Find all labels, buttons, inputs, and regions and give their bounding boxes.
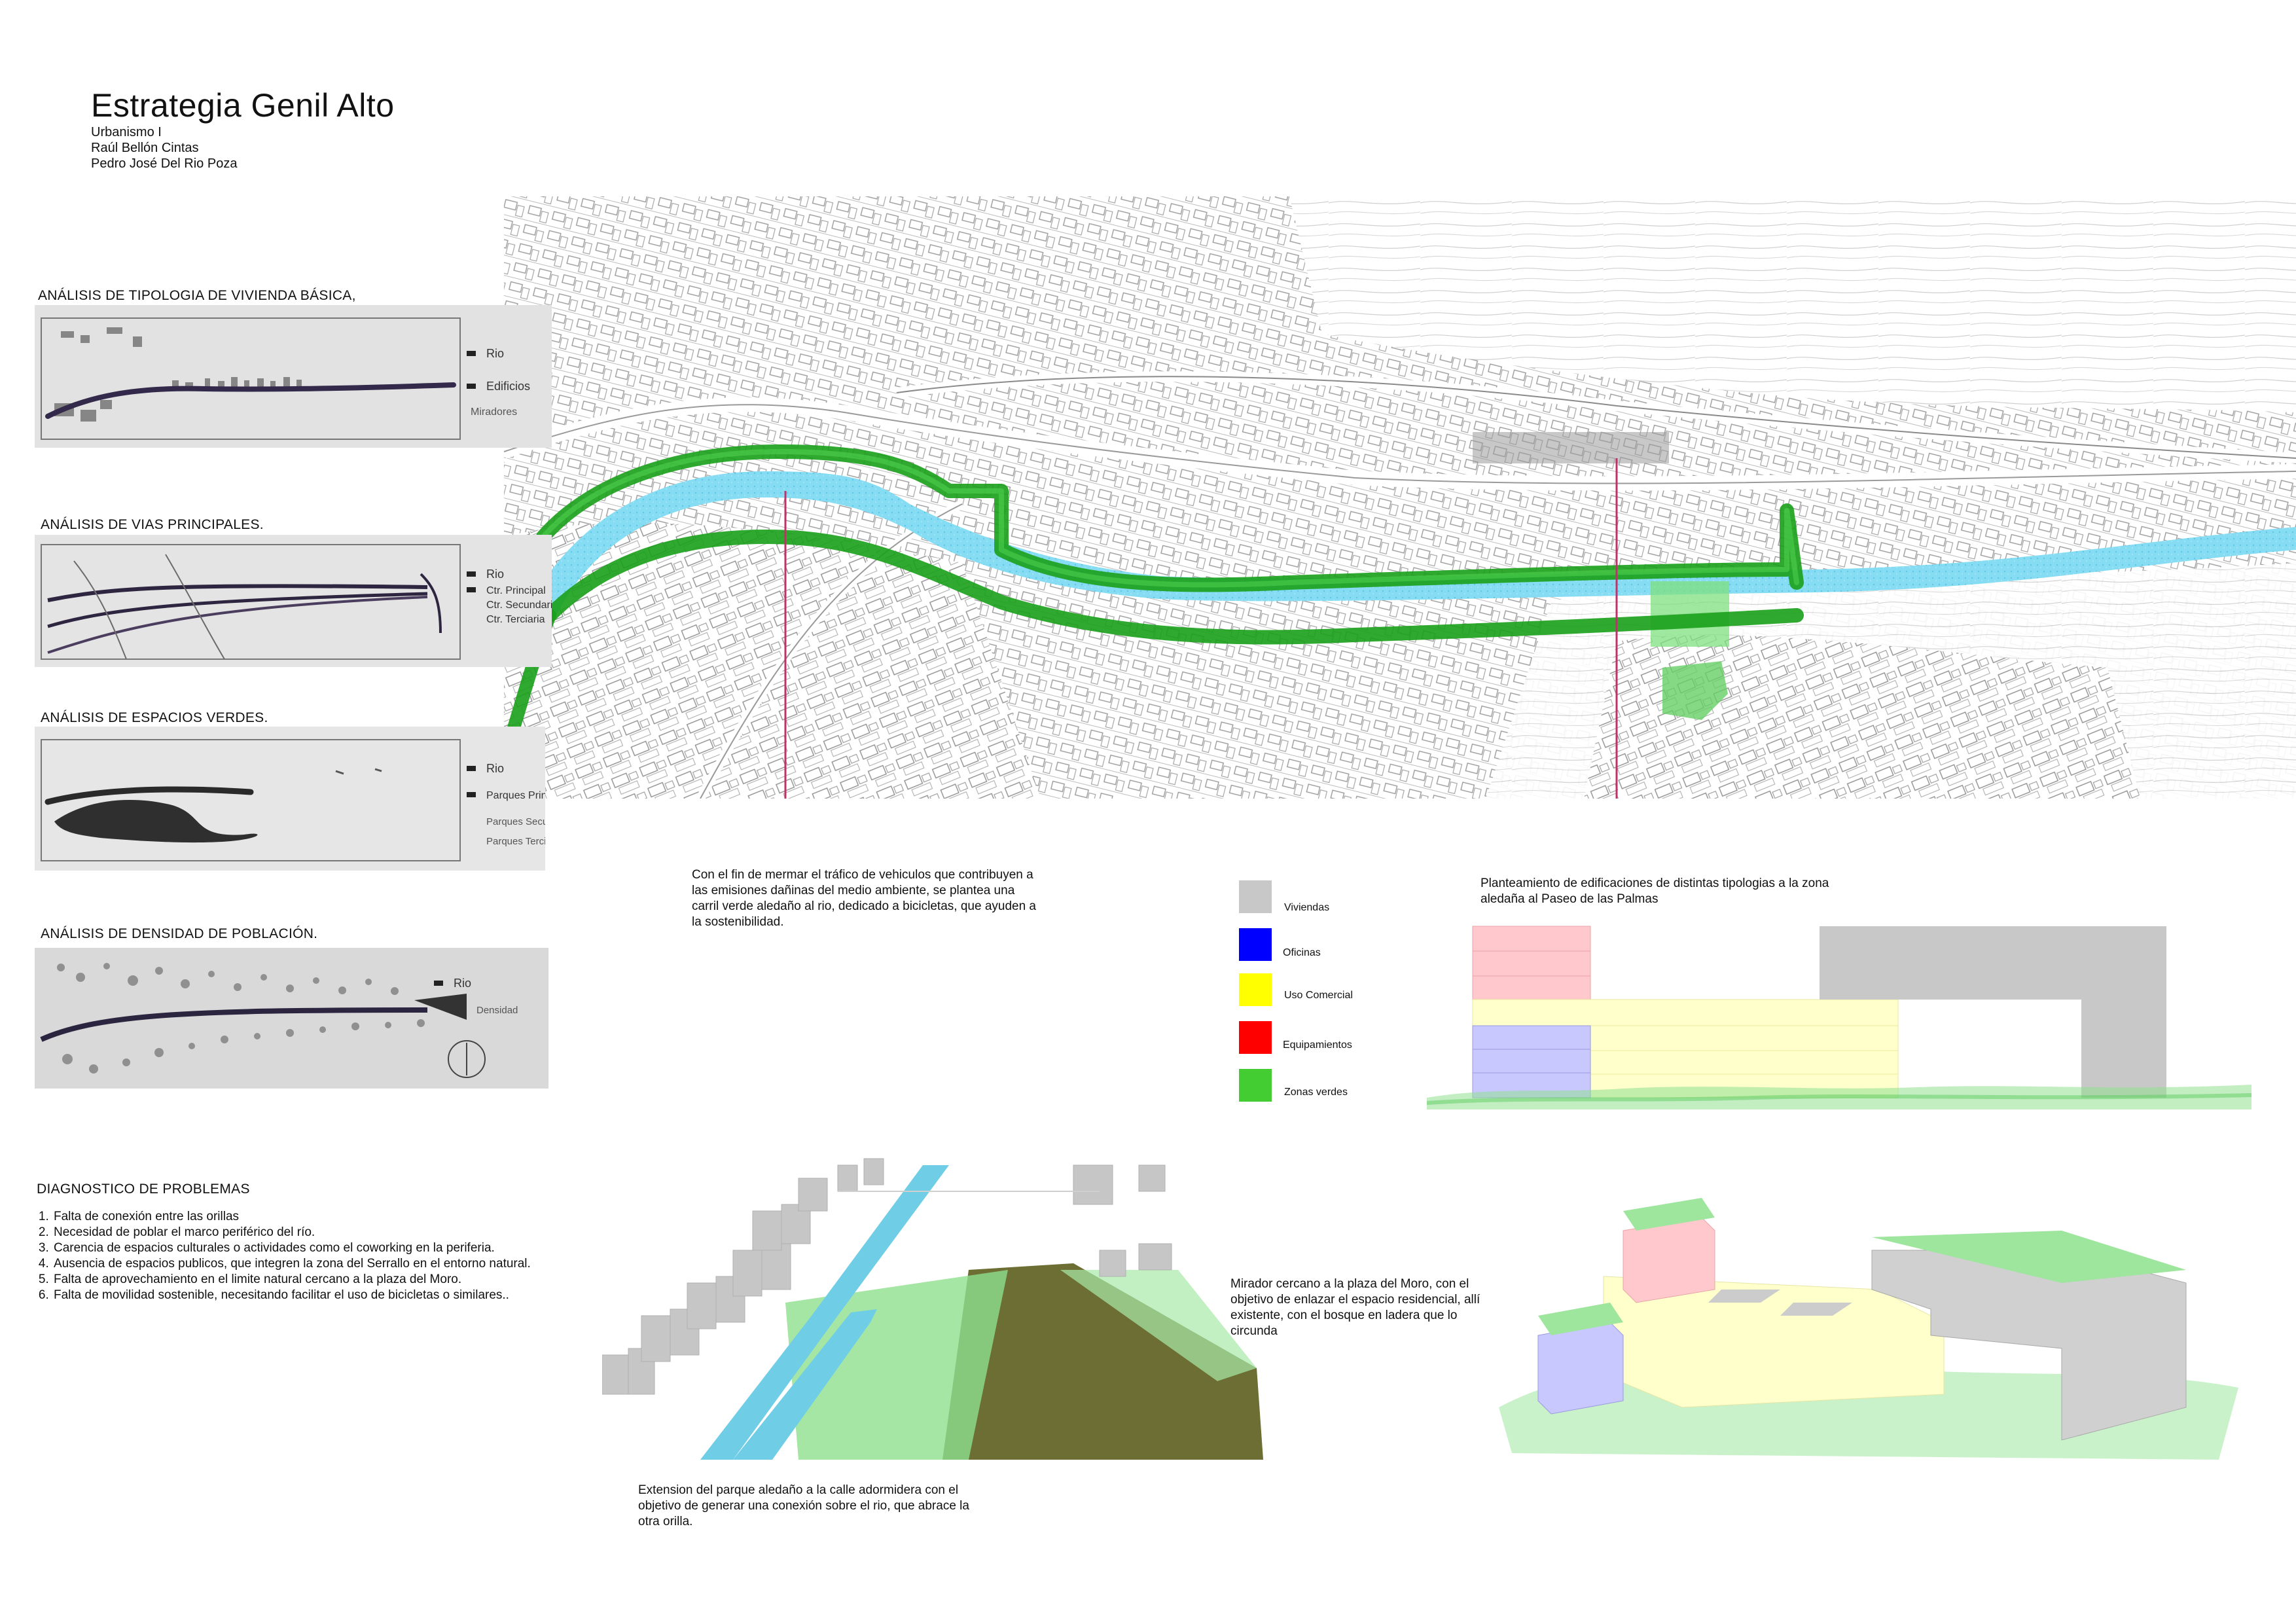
sketch-legend-text: Parques Principales [486,790,545,801]
elevation-drawing [1426,926,2252,1110]
sketch-housing: Rio Edificios Miradores [35,305,552,448]
sketch-roads: Rio Ctr. Principal Ctr. Secundaria Ctr. … [35,535,552,667]
analysis-heading-roads: ANÁLISIS DE VIAS PRINCIPALES. [41,517,264,532]
legend-label: Uso Comercial [1284,990,1353,1001]
sketch-legend-text: Densidad [476,1005,518,1016]
caption-bike-lane: Con el fin de mermar el tráfico de vehic… [692,868,1036,929]
author-name: Raúl Bellón Cintas [91,141,199,155]
legend-swatch-equipamientos [1239,1021,1272,1054]
legend-swatch-oficinas [1239,928,1272,961]
legend-label: Oficinas [1283,947,1321,958]
sketch-legend-text: Miradores [471,406,517,418]
compass-icon [448,1040,486,1078]
sketch-legend-text: Rio [486,347,504,360]
list-item: Falta de movilidad sostenible, necesitan… [52,1288,623,1303]
sketch-roads-drawing: Rio Ctr. Principal Ctr. Secundaria Ctr. … [35,535,552,667]
diagnosis-list: Falta de conexión entre las orillas Nece… [34,1209,623,1303]
sketch-legend-text: Edificios [486,380,530,393]
legend-label: Zonas verdes [1284,1087,1348,1098]
diagnosis-heading: DIAGNOSTICO DE PROBLEMAS [37,1182,250,1197]
sketch-legend-text: Ctr. Principal [486,585,546,596]
analysis-heading-housing: ANÁLISIS DE TIPOLOGIA DE VIVIENDA BÁSICA… [38,288,356,303]
sketch-legend-text: Rio [486,568,504,581]
buildings-axonometric-drawing [1499,1198,2238,1460]
sketch-density-drawing: Rio Densidad [35,948,548,1089]
list-item: Carencia de espacios culturales o activi… [52,1240,623,1256]
legend-label: Viviendas [1284,902,1330,913]
sketch-housing-drawing: Rio Edificios Miradores [35,305,552,448]
sketch-legend-text: Parques Terciarios [486,836,545,847]
analysis-heading-density: ANÁLISIS DE DENSIDAD DE POBLACIÓN. [41,926,318,941]
sketch-density: Rio Densidad [35,948,548,1089]
course-name: Urbanismo I [91,125,162,139]
river-shape [530,471,2296,615]
caption-mirador: Mirador cercano a la plaza del Moro, con… [1230,1277,1480,1338]
park-axonometric [601,1152,1270,1466]
list-item: Falta de aprovechamiento en el limite na… [52,1272,623,1288]
author-name: Pedro José Del Rio Poza [91,156,238,171]
list-item: Necesidad de poblar el marco periférico … [52,1225,623,1240]
caption-park-extension: Extension del parque aledaño a la calle … [638,1483,969,1528]
list-item: Ausencia de espacios publicos, que integ… [52,1256,623,1272]
sketch-legend-text: Parques Secundarios [486,816,545,827]
city-map [497,196,2296,864]
legend-swatch-comercial [1239,973,1272,1006]
page-title: Estrategia Genil Alto [91,87,395,124]
sketch-legend-text: Ctr. Secundaria [486,600,552,611]
sketch-legend-text: Ctr. Terciaria [486,614,545,625]
sketch-legend-text: Rio [486,762,504,775]
sketch-green-drawing: Rio Parques Principales Parques Secundar… [35,727,545,871]
list-item: Falta de conexión entre las orillas [52,1209,623,1225]
caption-typologies: Planteamiento de edificaciones de distin… [1480,876,1829,906]
legend-swatch-zonas-verdes [1239,1069,1272,1102]
sketch-green: Rio Parques Principales Parques Secundar… [35,727,545,871]
legend-label: Equipamientos [1283,1039,1352,1051]
sketch-legend-text: Rio [454,977,471,990]
buildings-axonometric [1486,1191,2251,1466]
elevation-diagram [1426,920,2252,1110]
analysis-heading-green: ANÁLISIS DE ESPACIOS VERDES. [41,710,268,725]
park-axonometric-drawing [601,1158,1263,1460]
city-map-drawing [497,196,2296,864]
legend-swatch-viviendas [1239,880,1272,913]
